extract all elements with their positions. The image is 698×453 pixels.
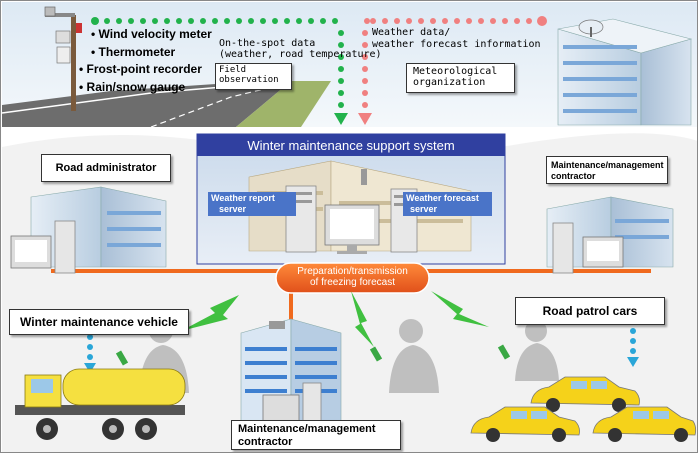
onspot-data-label: On-the-spot data — [219, 38, 316, 49]
winter-vehicle-box: Winter maintenance vehicle — [9, 309, 189, 335]
system-title: Winter maintenance support system — [247, 138, 455, 153]
weather-data-sublabel: weather forecast information — [372, 39, 541, 50]
road-patrol-box: Road patrol cars — [515, 297, 665, 325]
freezing-line1: Preparation/transmission — [297, 266, 408, 277]
forecast-line2: server — [410, 204, 438, 214]
contractor-bottom-box: Maintenance/management contractor — [231, 420, 401, 450]
meteorological-organization-box: Meteorological organization — [406, 63, 515, 93]
road-center-line — [150, 84, 282, 128]
sensor-rain: • Rain/snow gauge — [79, 80, 186, 94]
sensor-wind: • Wind velocity meter — [91, 27, 212, 41]
freezing-forecast-label: Preparation/transmission of freezing for… — [276, 266, 429, 288]
road-administrator-box: Road administrator — [41, 154, 171, 182]
contractor-top-box: Maintenance/management contractor — [546, 156, 668, 184]
red-dots — [358, 16, 547, 125]
contractor-top-line2: contractor — [551, 171, 596, 181]
contractor-bottom-building-icon — [240, 318, 342, 432]
truck-icon — [15, 368, 186, 440]
road-admin-pc-icon — [10, 220, 76, 274]
freezing-line2: of freezing forecast — [309, 277, 396, 288]
road — [2, 81, 291, 127]
patrol-car-icon — [470, 406, 580, 442]
handheld-icons — [115, 344, 511, 366]
cyan-dots — [84, 328, 639, 373]
sensor-frost: • Frost-point recorder — [79, 62, 202, 76]
contractor-top-line1: Maintenance/management — [551, 160, 664, 170]
wireless-icons — [181, 291, 489, 347]
field-observation-line2: observation — [219, 75, 279, 85]
grass — [236, 81, 331, 127]
contractor-bottom-line1: Maintenance/management — [238, 423, 376, 435]
weather-station-icon — [44, 6, 82, 111]
weather-forecast-server-label: Weather forecast server — [403, 192, 492, 216]
system-header — [197, 134, 505, 156]
field-observation-box: Field observation — [215, 63, 292, 90]
onspot-data-sublabel: (weather, road temperature) — [219, 49, 382, 60]
freezing-pill — [275, 262, 430, 294]
meteo-line1: Meteorological — [413, 66, 498, 77]
meteo-line2: organization — [413, 77, 486, 88]
forecast-line1: Weather forecast — [406, 193, 479, 203]
field-observation-line1: Field — [219, 65, 247, 75]
green-dots — [91, 17, 348, 125]
weather-report-server-label: Weather report server — [208, 192, 296, 216]
weather-data-label: Weather data/ — [372, 27, 451, 38]
report-line1: Weather report — [211, 193, 275, 203]
contractor-top-pc-icon — [552, 222, 624, 274]
report-line2: server — [219, 204, 247, 214]
sensor-thermo: • Thermometer — [91, 45, 176, 59]
monitor-icon — [324, 204, 380, 254]
meteorological-building-icon — [557, 18, 693, 126]
contractor-bottom-line2: contractor — [238, 436, 293, 448]
patrol-car-icon — [592, 406, 697, 442]
patrol-car-icon — [530, 376, 640, 412]
